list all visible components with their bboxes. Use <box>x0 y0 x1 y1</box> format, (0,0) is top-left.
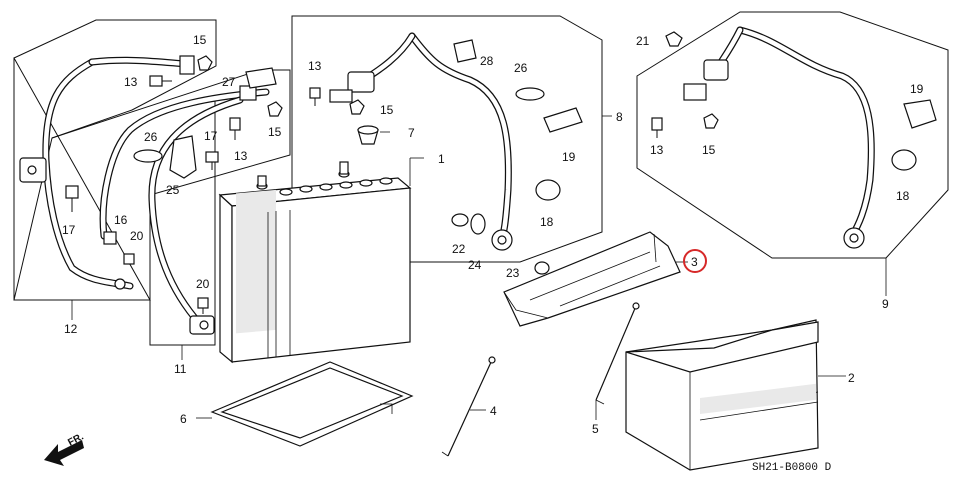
part-label-26-b: 26 <box>514 61 528 75</box>
bolt-20-b <box>197 297 209 314</box>
clamp-26-a <box>133 149 163 163</box>
nut-23 <box>534 261 550 275</box>
cable-9 <box>683 26 875 249</box>
bolt-20-a <box>123 253 135 265</box>
part-label-28: 28 <box>480 54 494 68</box>
part-label-15-c: 15 <box>380 103 394 117</box>
part-label-18-b: 18 <box>896 189 910 203</box>
bolt-17-b <box>205 151 219 170</box>
part-label-23: 23 <box>506 266 520 280</box>
battery-box-cover <box>625 319 819 471</box>
part-label-13-a: 13 <box>124 75 138 89</box>
part-label-13-b: 13 <box>234 149 248 163</box>
part-label-26-a: 26 <box>144 130 158 144</box>
part-label-15-a: 15 <box>193 33 207 47</box>
leader-lines <box>71 115 887 420</box>
part-label-1: 1 <box>438 152 445 166</box>
battery-setting-plate <box>503 231 681 327</box>
bolt-17-a <box>65 185 79 212</box>
nut-15-d <box>703 113 719 129</box>
bolt-13-c <box>309 87 321 106</box>
clamp-19-b <box>903 99 937 129</box>
part-label-3: 3 <box>691 255 698 269</box>
part-label-7: 7 <box>408 126 415 140</box>
nut-21 <box>665 31 683 47</box>
bolt-13-d <box>651 117 663 138</box>
part-label-20-a: 20 <box>130 229 144 243</box>
part-label-20-b: 20 <box>196 277 210 291</box>
part-label-24: 24 <box>468 258 482 272</box>
clip-18-b <box>891 149 917 171</box>
part-label-19-a: 19 <box>562 150 576 164</box>
part-label-18-a: 18 <box>540 215 554 229</box>
washer-24 <box>470 213 486 235</box>
part-label-16: 16 <box>114 213 128 227</box>
part-label-22: 22 <box>452 242 466 256</box>
nut-15-c <box>349 99 365 115</box>
clip-18-a <box>535 179 561 201</box>
part-label-13-d: 13 <box>650 143 664 157</box>
battery <box>218 161 412 364</box>
part-label-4: 4 <box>490 404 497 418</box>
nut-22 <box>451 213 469 227</box>
part-label-17-a: 17 <box>204 129 218 143</box>
cable-11 <box>99 85 270 335</box>
part-label-6: 6 <box>180 412 187 426</box>
battery-rod-4 <box>441 356 496 457</box>
part-label-9: 9 <box>882 297 889 311</box>
clamp-28 <box>453 39 477 63</box>
part-label-12: 12 <box>64 322 78 336</box>
part-label-2: 2 <box>848 371 855 385</box>
part-label-21: 21 <box>636 34 650 48</box>
part-label-25: 25 <box>166 183 180 197</box>
terminal-cover-7 <box>357 125 379 145</box>
washer-16 <box>103 231 117 245</box>
part-label-5: 5 <box>592 422 599 436</box>
group-9-box <box>636 11 949 259</box>
battery-rod-5 <box>595 302 640 405</box>
part-label-8: 8 <box>616 110 623 124</box>
bracket-25 <box>169 135 197 179</box>
part-label-19-b: 19 <box>910 82 924 96</box>
bolt-13-b <box>229 117 241 140</box>
front-direction-arrow-icon: FR. <box>44 431 86 466</box>
clamp-26-b <box>515 87 545 101</box>
ground-cable-12 <box>19 55 195 290</box>
bolt-13-a <box>149 75 172 87</box>
clamp-19-a <box>543 107 583 133</box>
nut-15-b <box>267 101 283 117</box>
diagram-code: SH21-B0800 D <box>752 462 832 474</box>
part-label-11: 11 <box>174 362 187 376</box>
clamp-27 <box>245 67 277 89</box>
cable-8 <box>329 32 513 251</box>
part-label-13-c: 13 <box>308 59 322 73</box>
part-label-15-d: 15 <box>702 143 716 157</box>
part-label-17-b: 17 <box>62 223 76 237</box>
battery-tray <box>210 361 414 447</box>
part-label-15-b: 15 <box>268 125 282 139</box>
part-label-3-highlight <box>683 249 707 273</box>
nut-15-a <box>197 55 213 71</box>
part-label-27: 27 <box>222 75 236 89</box>
